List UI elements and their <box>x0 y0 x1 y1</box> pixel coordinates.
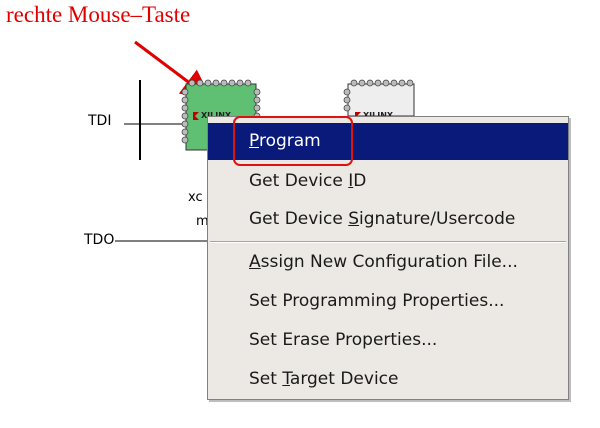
context-menu: Program Get Device ID Get Device Signatu… <box>207 116 569 400</box>
menu-item-get-device-signature[interactable]: Get Device Signature/Usercode <box>249 209 516 229</box>
menu-item-set-programming-properties[interactable]: Set Programming Properties... <box>249 291 505 311</box>
menu-item-set-target-device[interactable]: Set Target Device <box>249 369 399 389</box>
device1-sub-partial: m <box>196 214 209 229</box>
device1-brand: XILINX <box>201 111 231 120</box>
menu-item-set-erase-properties[interactable]: Set Erase Properties... <box>249 330 438 350</box>
menu-item-program[interactable]: Program <box>208 123 568 160</box>
tdi-label: TDI <box>88 113 112 129</box>
program-highlight-box <box>233 116 353 166</box>
tdo-label: TDO <box>84 232 115 248</box>
menu-item-assign-config-file[interactable]: Assign New Configuration File... <box>249 252 518 272</box>
menu-separator <box>210 241 566 243</box>
menu-item-get-device-id[interactable]: Get Device ID <box>249 171 367 191</box>
annotation-label: rechte Mouse–Taste <box>6 2 191 27</box>
device1-part-partial: xc <box>188 190 203 205</box>
device-chip-2 <box>343 79 415 120</box>
device2-brand: XILINX <box>363 111 393 120</box>
